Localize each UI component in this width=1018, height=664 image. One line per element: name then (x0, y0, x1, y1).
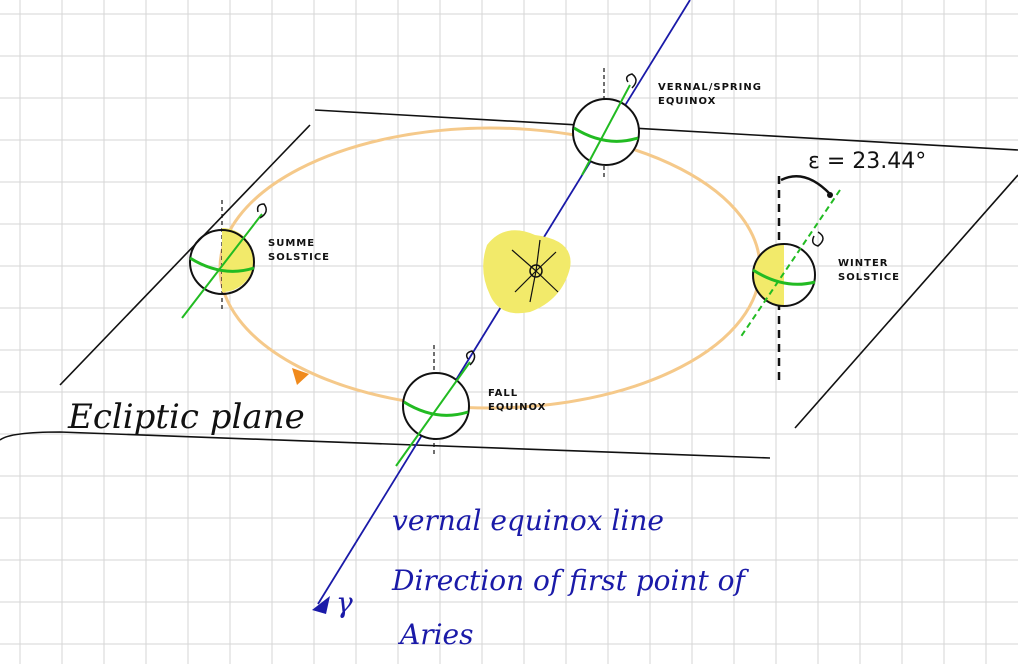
label-summer-line2: SOLSTICE (268, 252, 330, 263)
label-fall-line1: FALL (488, 388, 518, 399)
earth-fall-equinox (395, 345, 476, 467)
sun (483, 230, 571, 314)
label-obliquity: ε = 23.44° (808, 149, 926, 174)
label-vernal-line2: EQUINOX (658, 96, 716, 107)
label-direction-line1: Direction of first point of (391, 564, 750, 597)
orbit-direction-arrow (292, 368, 309, 385)
aries-symbol: γ (336, 586, 353, 619)
vernal-line-arrowhead (312, 596, 330, 614)
label-ecliptic-plane: Ecliptic plane (67, 397, 305, 437)
label-fall-line2: EQUINOX (488, 402, 546, 413)
earth-winter-solstice (739, 175, 841, 385)
label-winter-line2: SOLSTICE (838, 272, 900, 283)
earth-summer-solstice (181, 200, 267, 319)
label-summer-line1: SUMME (268, 238, 315, 249)
label-vernal-equinox-line: vernal equinox line (392, 504, 664, 537)
label-direction-line2: Aries (397, 618, 474, 651)
label-vernal-line1: VERNAL/SPRING (658, 82, 762, 93)
earth-vernal-equinox (572, 68, 640, 178)
label-winter-line1: WINTER (838, 258, 888, 269)
ecliptic-plane-outline (0, 109, 1018, 459)
